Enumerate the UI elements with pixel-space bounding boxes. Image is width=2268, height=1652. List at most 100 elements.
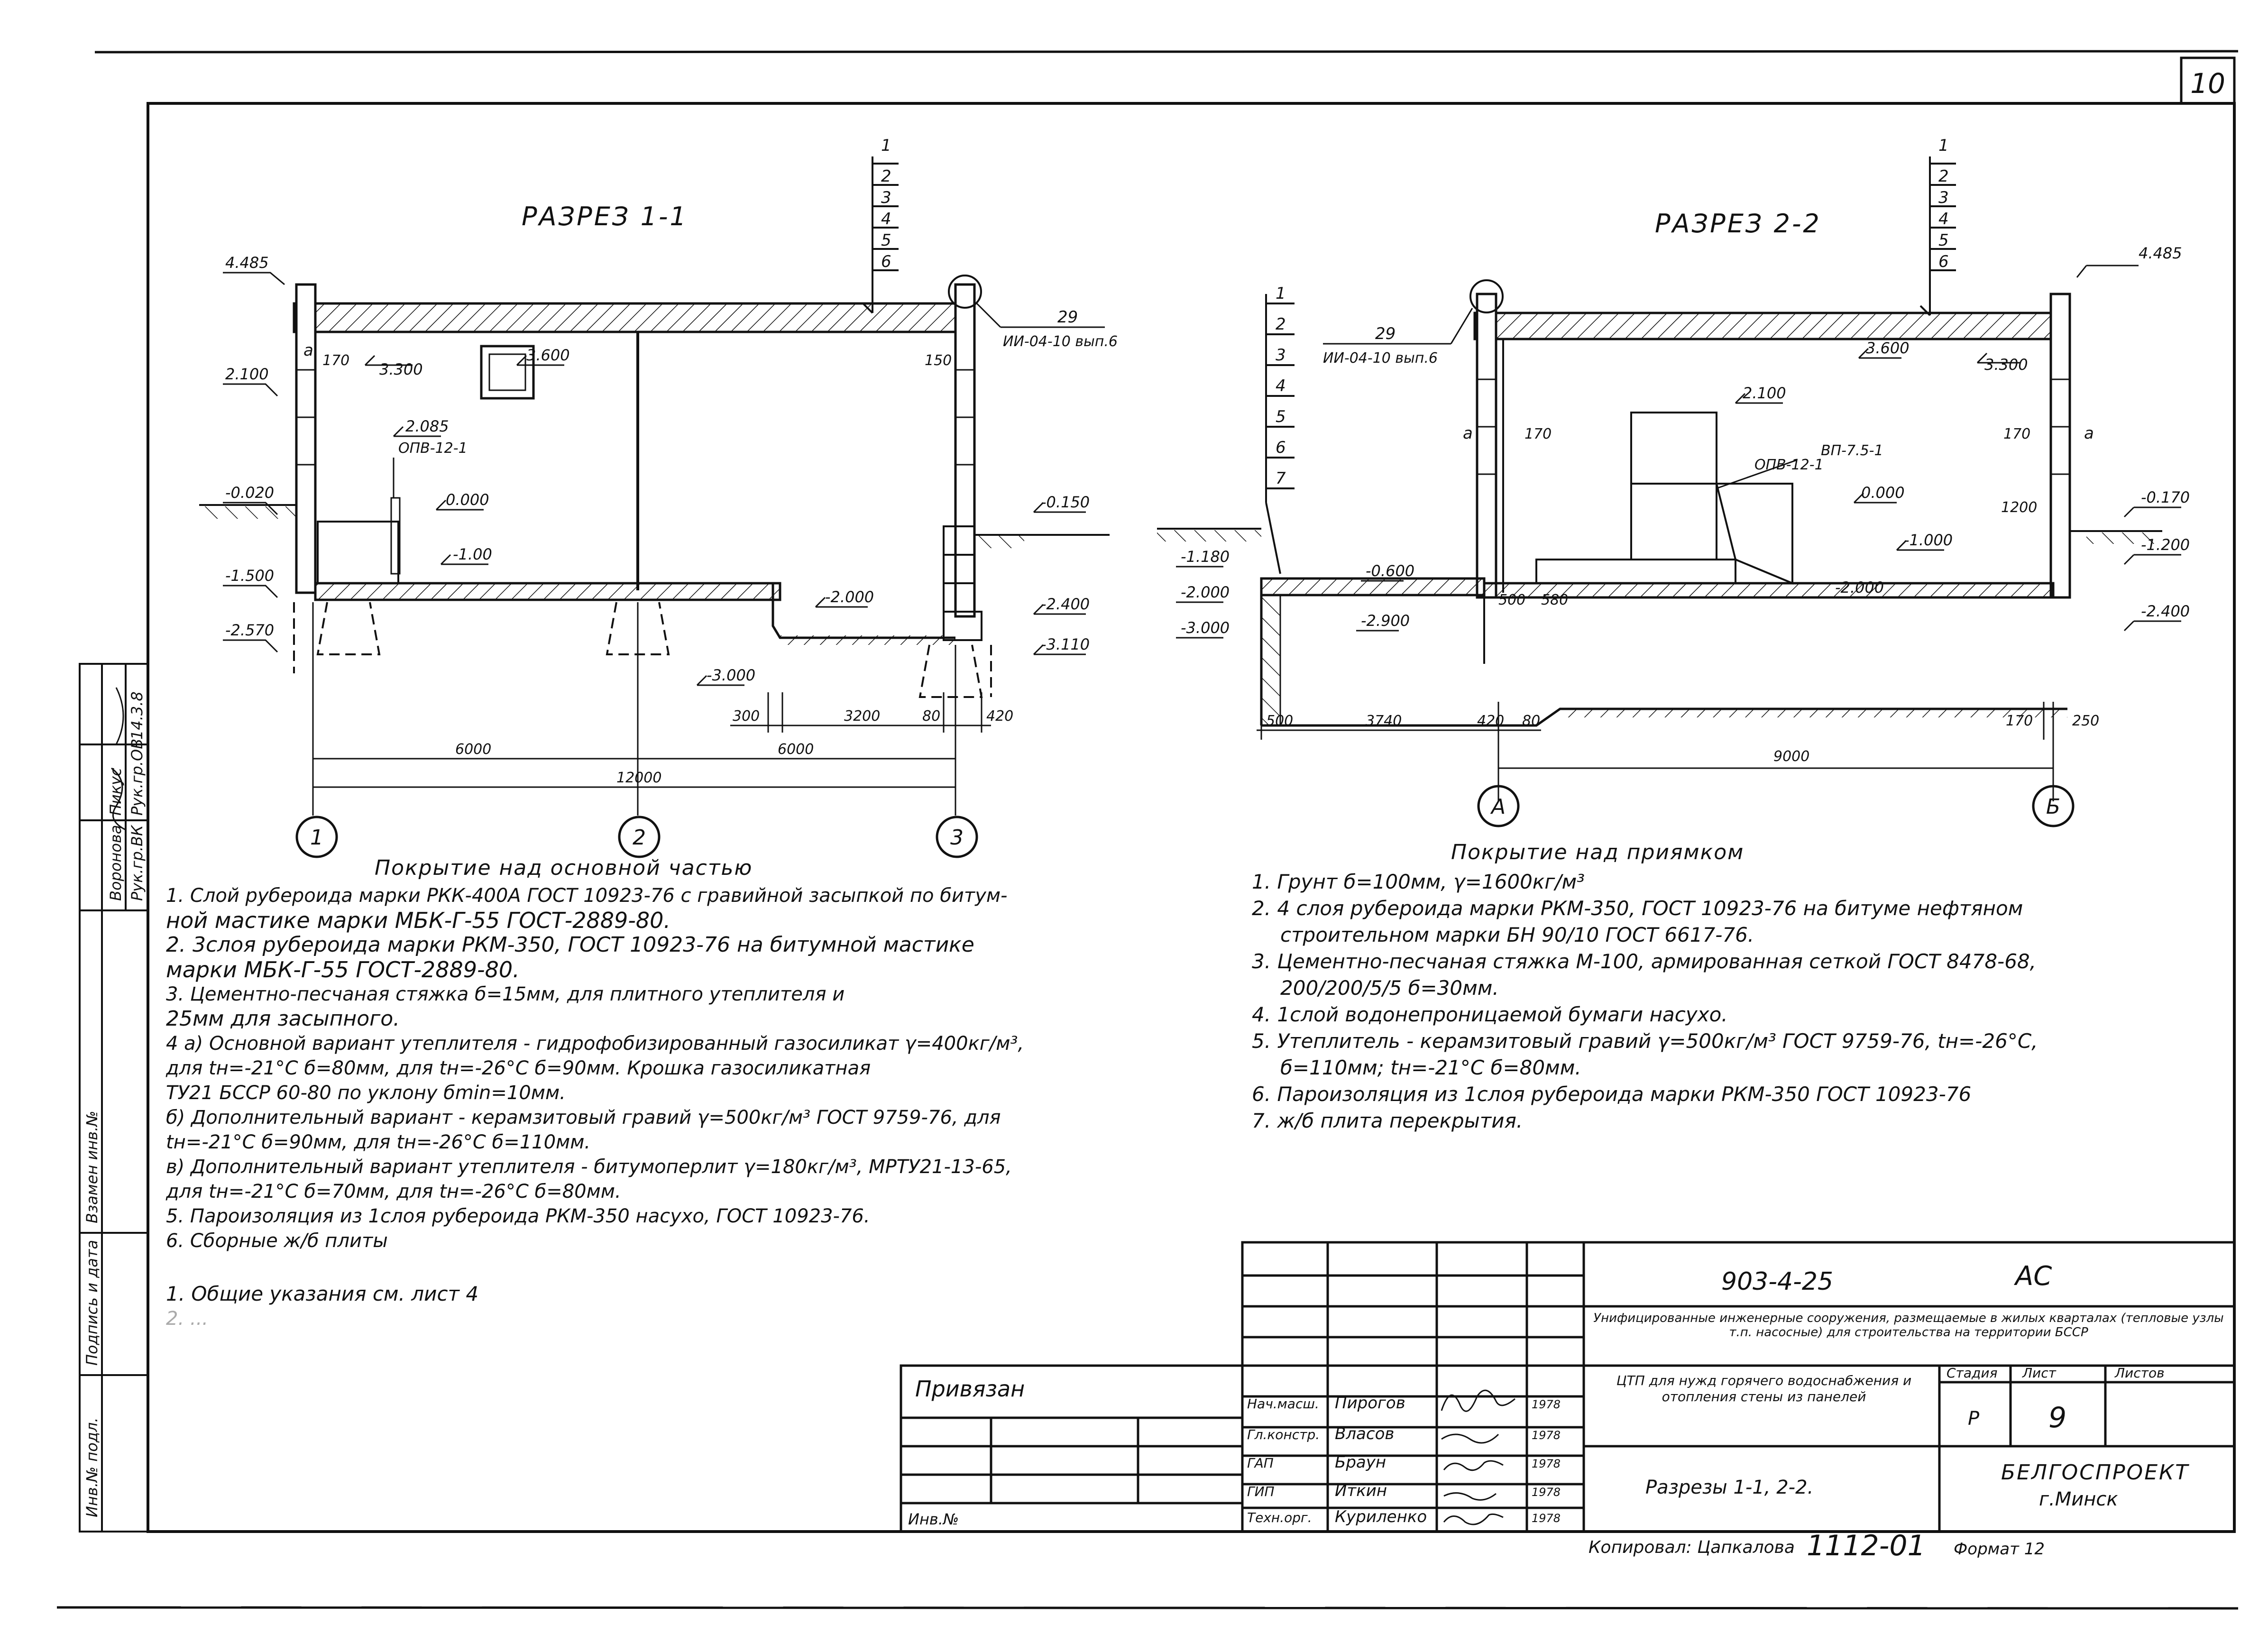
- svg-text:2.085: 2.085: [405, 417, 449, 435]
- doc-code: 903-4-25: [1721, 1267, 1833, 1296]
- axis-a-label: А: [1490, 795, 1506, 819]
- svg-text:3200: 3200: [844, 708, 880, 725]
- left-binding-strip: [79, 663, 149, 1533]
- svg-text:Стадия: Стадия: [1947, 1365, 1997, 1381]
- svg-text:1978: 1978: [1532, 1457, 1561, 1470]
- svg-text:Воронова: Воронова: [107, 825, 125, 901]
- svg-text:-1.000: -1.000: [1904, 531, 1953, 549]
- svg-text:14.3.8: 14.3.8: [128, 691, 146, 740]
- svg-text:1: 1: [1276, 284, 1286, 303]
- svg-text:Листов: Листов: [2114, 1365, 2165, 1381]
- svg-text:Лист: Лист: [2022, 1365, 2057, 1381]
- svg-text:Привязан: Привязан: [915, 1376, 1025, 1402]
- svg-text:ВП-7.5-1: ВП-7.5-1: [1821, 442, 1883, 459]
- svg-text:3.300: 3.300: [1984, 356, 2028, 374]
- svg-text:2.100: 2.100: [1743, 384, 1786, 402]
- svg-text:6: 6: [1276, 438, 1286, 457]
- svg-text:Рук.гр.ВК: Рук.гр.ВК: [128, 825, 146, 901]
- svg-text:150: 150: [925, 352, 952, 369]
- svg-text:ОПВ-12-1: ОПВ-12-1: [398, 440, 468, 457]
- svg-text:-0.170: -0.170: [2141, 488, 2190, 506]
- svg-text:80: 80: [922, 708, 940, 725]
- svg-text:-2.400: -2.400: [1041, 595, 1090, 613]
- section-1-1-title: РАЗРЕЗ 1-1: [522, 202, 688, 231]
- floor-slab: [314, 582, 781, 601]
- svg-text:-0.600: -0.600: [1366, 562, 1414, 580]
- svg-text:1978: 1978: [1532, 1398, 1561, 1411]
- svg-text:170: 170: [2003, 426, 2030, 442]
- svg-text:Рук.гр.ОВ: Рук.гр.ОВ: [128, 739, 146, 816]
- svg-text:-3.000: -3.000: [1181, 619, 1230, 637]
- svg-text:2: 2: [1938, 167, 1949, 186]
- svg-text:Инв.№: Инв.№: [908, 1510, 959, 1528]
- svg-text:1: 1: [881, 136, 891, 155]
- svg-text:-2.400: -2.400: [2141, 602, 2190, 620]
- axis-1-label: 1: [310, 826, 323, 850]
- svg-text:а: а: [2084, 424, 2094, 443]
- svg-text:9: 9: [2048, 1401, 2066, 1434]
- svg-text:-2.570: -2.570: [225, 621, 274, 639]
- svg-text:1978: 1978: [1532, 1429, 1561, 1442]
- svg-text:Инв.№ подл.: Инв.№ подл.: [83, 1417, 101, 1517]
- svg-text:Власов: Власов: [1335, 1424, 1394, 1443]
- svg-text:0.000: 0.000: [1861, 484, 1905, 502]
- svg-text:-2.000: -2.000: [1181, 583, 1230, 601]
- svg-text:Нач.масш.: Нач.масш.: [1247, 1396, 1319, 1412]
- svg-text:7: 7: [1276, 469, 1286, 488]
- axis-2-label: 2: [633, 826, 646, 850]
- sheet-frame: [56, 50, 2239, 1610]
- svg-text:12000: 12000: [616, 770, 661, 786]
- svg-text:-1.500: -1.500: [225, 567, 274, 585]
- svg-text:4.485: 4.485: [225, 254, 269, 272]
- svg-text:3: 3: [1276, 346, 1286, 365]
- svg-text:6000: 6000: [455, 741, 491, 758]
- svg-text:-0.020: -0.020: [225, 484, 274, 502]
- section-1-1: РАЗРЕЗ 1-1: [199, 136, 1118, 858]
- svg-text:-2.000: -2.000: [825, 588, 874, 606]
- svg-text:170: 170: [1524, 426, 1552, 442]
- svg-text:1978: 1978: [1532, 1512, 1561, 1525]
- signatures: [111, 687, 1515, 1525]
- svg-text:Гл.констр.: Гл.констр.: [1247, 1427, 1320, 1442]
- svg-text:1112-01: 1112-01: [1807, 1529, 1926, 1562]
- detail-callout-circle: [948, 275, 982, 309]
- svg-text:ИИ-04-10 вып.6: ИИ-04-10 вып.6: [1003, 333, 1118, 350]
- svg-text:420: 420: [986, 708, 1013, 725]
- svg-text:4: 4: [1276, 376, 1286, 395]
- svg-text:0.000: 0.000: [446, 491, 489, 509]
- svg-text:2: 2: [881, 167, 891, 186]
- svg-text:500: 500: [1498, 592, 1525, 608]
- svg-text:1: 1: [1938, 136, 1949, 155]
- svg-text:-1.00: -1.00: [453, 545, 492, 563]
- svg-text:3: 3: [1938, 188, 1949, 207]
- svg-text:170: 170: [322, 352, 349, 369]
- svg-text:-3.110: -3.110: [1041, 635, 1090, 653]
- svg-text:Пирогов: Пирогов: [1335, 1394, 1405, 1413]
- svg-text:170: 170: [2006, 713, 2033, 729]
- svg-text:580: 580: [1541, 592, 1568, 608]
- svg-text:2: 2: [1276, 315, 1286, 334]
- svg-text:-3.000: -3.000: [707, 666, 755, 684]
- svg-text:4: 4: [1938, 210, 1949, 229]
- svg-text:6000: 6000: [778, 741, 814, 758]
- svg-text:-0.150: -0.150: [1041, 493, 1090, 511]
- roof-slab: [293, 302, 973, 333]
- svg-text:80: 80: [1522, 713, 1540, 729]
- left-strip-text: Инв.№ подл. Подпись и дата Взамен инв.№ …: [83, 691, 146, 1517]
- svg-text:5: 5: [881, 231, 891, 250]
- svg-text:Подпись и дата: Подпись и дата: [83, 1240, 101, 1366]
- svg-text:420: 420: [1477, 713, 1504, 729]
- svg-text:-1.180: -1.180: [1181, 548, 1230, 566]
- svg-text:3.600: 3.600: [526, 346, 570, 364]
- svg-text:Куриленко: Куриленко: [1335, 1507, 1427, 1526]
- svg-text:29: 29: [1375, 324, 1396, 343]
- svg-text:Формат 12: Формат 12: [1954, 1540, 2045, 1559]
- svg-text:4: 4: [881, 210, 891, 229]
- drawing-name: Разрезы 1-1, 2-2.: [1645, 1477, 1813, 1498]
- title-block: [900, 1241, 2236, 1533]
- sheet-number: 10: [2190, 67, 2225, 100]
- svg-text:3: 3: [881, 188, 891, 207]
- section-2-2-title: РАЗРЕЗ 2-2: [1655, 209, 1821, 239]
- svg-text:ГАП: ГАП: [1247, 1455, 1274, 1471]
